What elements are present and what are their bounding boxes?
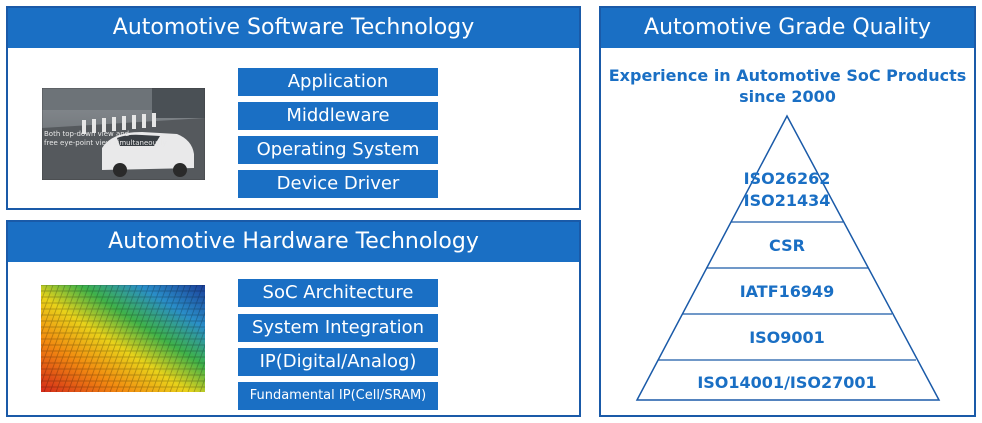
hardware-panel-title: Automotive Hardware Technology: [8, 222, 579, 262]
layer-application: Application: [238, 68, 438, 96]
layer-device-driver: Device Driver: [238, 170, 438, 198]
pyramid-level-iatf16949: IATF16949: [740, 282, 835, 301]
quality-pyramid: ISO26262 ISO21434 CSR IATF16949 ISO9001 …: [635, 114, 941, 401]
pyramid-outline: [635, 114, 941, 401]
layer-fundamental-ip: Fundamental IP(Cell/SRAM): [238, 382, 438, 410]
quality-subtitle-line1: Experience in Automotive SoC Products: [608, 66, 967, 85]
pyramid-level-iso21434: ISO21434: [744, 191, 831, 210]
photo-caption: Both top-down view and free eye-point vi…: [44, 130, 167, 148]
silicon-wafer-image: [41, 285, 205, 392]
pyramid-level-iso14001-iso27001: ISO14001/ISO27001: [697, 373, 876, 392]
photo-caption-line1: Both top-down view and: [44, 130, 130, 138]
hardware-technology-panel: Automotive Hardware Technology SoC Arch: [6, 220, 581, 417]
quality-panel-title: Automotive Grade Quality: [601, 8, 974, 48]
layer-middleware: Middleware: [238, 102, 438, 130]
pyramid-level-csr: CSR: [769, 236, 805, 255]
pyramid-level-iso9001: ISO9001: [749, 328, 825, 347]
quality-subtitle-line2: since 2000: [739, 87, 836, 106]
layer-soc-architecture: SoC Architecture: [238, 279, 438, 307]
software-technology-panel: Automotive Software Technology: [6, 6, 581, 210]
software-panel-title: Automotive Software Technology: [8, 8, 579, 48]
layer-system-integration: System Integration: [238, 314, 438, 342]
layer-operating-system: Operating System: [238, 136, 438, 164]
layer-ip-digital-analog: IP(Digital/Analog): [238, 348, 438, 376]
quality-panel: Automotive Grade Quality Experience in A…: [599, 6, 976, 417]
car-camera-photo: Both top-down view and free eye-point vi…: [42, 88, 205, 180]
photo-caption-line2: free eye-point view simultaneously: [44, 139, 167, 147]
pyramid-level-iso26262: ISO26262: [744, 169, 831, 188]
